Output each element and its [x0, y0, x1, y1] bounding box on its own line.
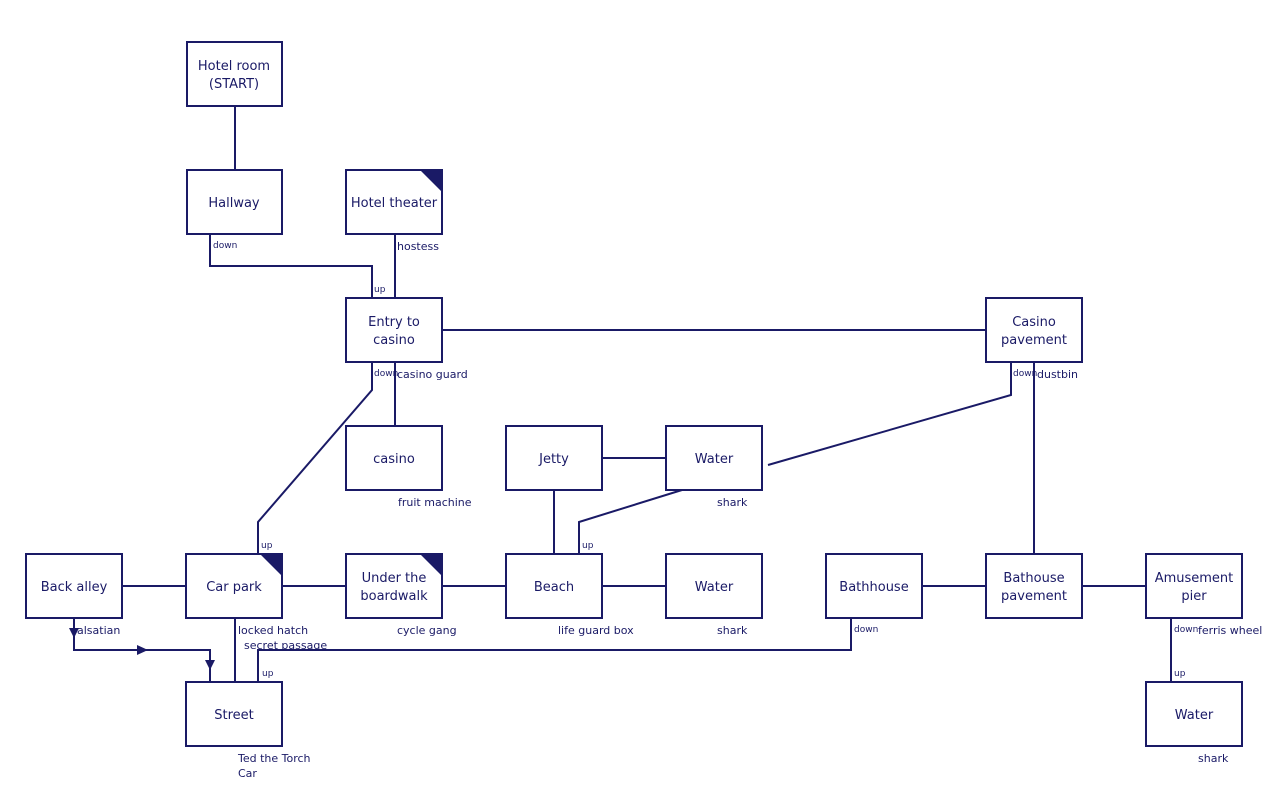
room-beach[interactable]: Beach: [505, 553, 603, 619]
room-label-casino-pavement-line1: Casino: [1012, 315, 1056, 330]
room-label-hallway: Hallway: [208, 196, 260, 211]
note-shark-top: shark: [717, 496, 748, 509]
dir-entry-up: up: [374, 285, 386, 295]
room-label-hotel-room-line2: (START): [209, 77, 259, 92]
room-label-street: Street: [214, 708, 254, 723]
corner-marker-icon: [420, 170, 442, 192]
arrowheads: [69, 628, 215, 670]
dir-street-up: up: [262, 669, 274, 679]
notes: hostess casino guard dustbin fruit machi…: [77, 240, 1262, 780]
room-under-boardwalk[interactable]: Under the boardwalk: [345, 553, 443, 619]
room-jetty[interactable]: Jetty: [505, 425, 603, 491]
room-label-water-bottom: Water: [1175, 708, 1214, 723]
note-shark-mid: shark: [717, 624, 748, 637]
arrowhead-down-street: [205, 660, 215, 670]
room-label-under-boardwalk-line2: boardwalk: [360, 589, 428, 604]
room-label-water-top: Water: [695, 452, 734, 467]
dir-bathhouse-down: down: [854, 625, 878, 635]
room-bathhouse[interactable]: Bathhouse: [825, 553, 923, 619]
room-back-alley[interactable]: Back alley: [25, 553, 123, 619]
room-label-back-alley: Back alley: [41, 580, 108, 595]
note-cycle-gang: cycle gang: [397, 624, 457, 637]
room-car-park[interactable]: Car park: [185, 553, 283, 619]
room-label-amusement-pier-line2: pier: [1181, 589, 1207, 604]
room-casino[interactable]: casino: [345, 425, 443, 491]
room-hallway[interactable]: Hallway: [186, 169, 283, 235]
room-street[interactable]: Street: [185, 681, 283, 747]
note-ted-the-torch: Ted the Torch: [237, 752, 311, 765]
dir-amusement-pier-down: down: [1174, 625, 1198, 635]
note-ferris-wheel: ferris wheel: [1198, 624, 1262, 637]
connection-water-beach: [578, 489, 683, 554]
room-label-jetty: Jetty: [538, 452, 569, 467]
connections: [73, 106, 1172, 682]
room-water-mid[interactable]: Water: [665, 553, 763, 619]
room-hotel-room[interactable]: Hotel room (START): [186, 41, 283, 107]
connection-entry-casino-car-park: [257, 362, 373, 554]
dir-casino-pavement-down: down: [1013, 369, 1037, 379]
room-label-water-mid: Water: [695, 580, 734, 595]
room-label-under-boardwalk-line1: Under the: [362, 571, 427, 586]
room-label-entry-casino-line2: casino: [373, 333, 415, 348]
note-alsatian: alsatian: [77, 624, 120, 637]
note-hostess: hostess: [397, 240, 439, 253]
corner-marker-icon: [260, 554, 282, 576]
room-label-bathhouse-pavement-line1: Bathouse: [1003, 571, 1064, 586]
note-casino-guard: casino guard: [397, 368, 468, 381]
room-casino-pavement[interactable]: Casino pavement: [985, 297, 1083, 363]
note-fruit-machine: fruit machine: [398, 496, 472, 509]
note-life-guard-box: life guard box: [558, 624, 634, 637]
room-label-hotel-room-line1: Hotel room: [198, 59, 270, 74]
rooms: Hotel room (START) Hallway Hotel theater…: [25, 41, 1243, 747]
connection-bathhouse-street: [257, 618, 852, 682]
room-hotel-theater[interactable]: Hotel theater: [345, 169, 443, 235]
room-entry-casino[interactable]: Entry to casino: [345, 297, 443, 363]
room-water-top[interactable]: Water: [665, 425, 763, 491]
arrowhead-down-alley: [69, 628, 79, 638]
room-label-hotel-theater: Hotel theater: [351, 196, 438, 211]
connection-hallway-entry-casino: [209, 235, 373, 298]
note-car: Car: [238, 767, 257, 780]
dir-car-park-up: up: [261, 541, 273, 551]
room-label-amusement-pier-line1: Amusement: [1155, 571, 1234, 586]
room-label-bathhouse-pavement-line2: pavement: [1001, 589, 1067, 604]
dir-hallway-down: down: [213, 241, 237, 251]
room-label-casino: casino: [373, 452, 415, 467]
note-shark-bottom: shark: [1198, 752, 1229, 765]
corner-marker-icon: [420, 554, 442, 576]
note-dustbin: dustbin: [1037, 368, 1078, 381]
room-label-bathhouse: Bathhouse: [839, 580, 908, 595]
dir-beach-up: up: [582, 541, 594, 551]
dir-water-bottom-up: up: [1174, 669, 1186, 679]
room-label-car-park: Car park: [206, 580, 262, 595]
note-locked-hatch: locked hatch: [238, 624, 308, 637]
room-label-entry-casino-line1: Entry to: [368, 315, 420, 330]
room-bathhouse-pavement[interactable]: Bathouse pavement: [985, 553, 1083, 619]
room-water-bottom[interactable]: Water: [1145, 681, 1243, 747]
arrowhead-right: [137, 645, 148, 655]
room-label-casino-pavement-line2: pavement: [1001, 333, 1067, 348]
room-label-beach: Beach: [534, 580, 574, 595]
room-amusement-pier[interactable]: Amusement pier: [1145, 553, 1243, 619]
dir-entry-down: down: [374, 369, 398, 379]
direction-labels: down up down down up up down up down up: [213, 241, 1198, 679]
connection-pavement-water: [767, 362, 1012, 466]
note-secret-passage: secret passage: [244, 639, 327, 652]
